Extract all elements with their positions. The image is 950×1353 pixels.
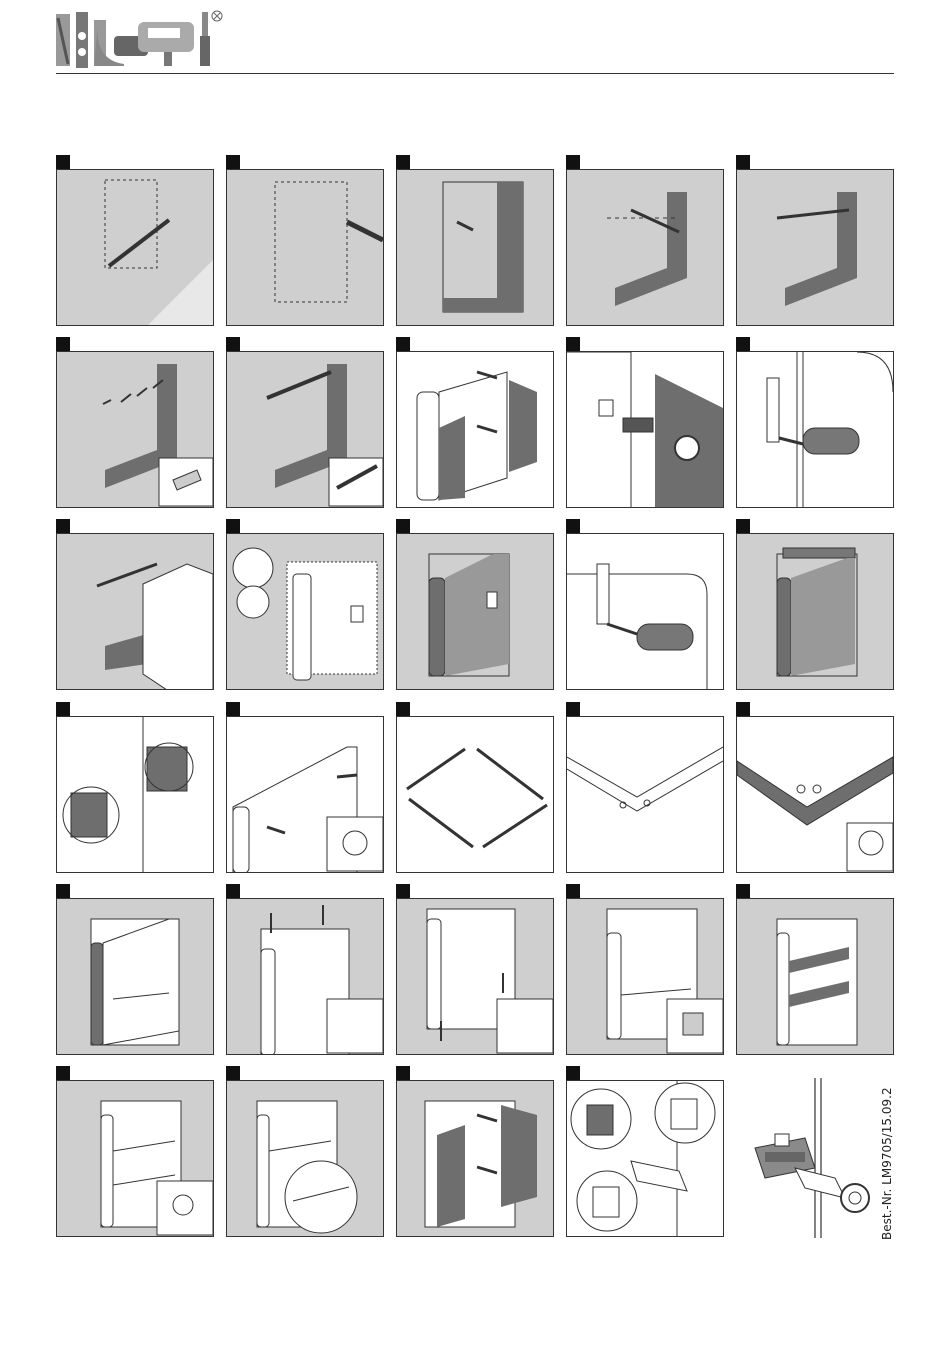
- assembly-step: [736, 519, 894, 676]
- step-illustration-shelf-clip: [56, 1080, 214, 1237]
- assembly-step: [396, 519, 554, 676]
- assembly-step: [566, 155, 724, 312]
- step-marker: [736, 884, 750, 898]
- assembly-step: [226, 337, 384, 494]
- step-illustration-frame-pieces: [396, 716, 554, 873]
- step-illustration-screw-top: [226, 898, 384, 1055]
- assembly-step: [226, 884, 384, 1041]
- assembly-step: [396, 1066, 554, 1223]
- step-marker: [56, 702, 70, 716]
- step-marker: [56, 155, 70, 169]
- step-marker: [396, 519, 410, 533]
- step-marker: [226, 1066, 240, 1080]
- assembly-step: [736, 702, 894, 859]
- step-illustration-wall-rail: [226, 351, 384, 508]
- step-marker: [566, 155, 580, 169]
- assembly-step: [226, 702, 384, 859]
- step-illustration-wall-marks-rail: [736, 169, 894, 326]
- step-marker: [56, 884, 70, 898]
- step-illustration-frame-screws: [736, 716, 894, 873]
- assembly-step: [226, 519, 384, 676]
- step-illustration-cabinet-doors: [396, 351, 554, 508]
- step-marker: [226, 884, 240, 898]
- step-marker: [396, 702, 410, 716]
- step-marker: [56, 337, 70, 351]
- step-marker: [396, 1066, 410, 1080]
- assembly-step: [566, 1066, 724, 1223]
- assembly-step: [56, 155, 214, 312]
- step-marker: [226, 702, 240, 716]
- step-illustration-wall-dowels: [56, 351, 214, 508]
- step-illustration-screwdriver: [736, 351, 894, 508]
- assembly-step: [736, 155, 894, 312]
- step-marker: [56, 519, 70, 533]
- step-illustration-shelf-detail: [226, 1080, 384, 1237]
- step-marker: [396, 884, 410, 898]
- step-marker: [396, 155, 410, 169]
- header-rule: [56, 73, 894, 74]
- step-illustration-hang-cabinet: [56, 533, 214, 690]
- step-marker: [566, 702, 580, 716]
- step-illustration-plugs: [226, 716, 384, 873]
- step-marker: [736, 519, 750, 533]
- step-illustration-screwdriver-hook: [566, 533, 724, 690]
- step-illustration-frame-corner: [566, 716, 724, 873]
- step-marker: [226, 155, 240, 169]
- assembly-step: [566, 337, 724, 494]
- step-marker: [226, 337, 240, 351]
- assembly-step: [226, 155, 384, 312]
- step-illustration-screw-bottom: [396, 898, 554, 1055]
- assembly-step: [566, 702, 724, 859]
- assembly-step: [736, 884, 894, 1041]
- step-marker: [736, 155, 750, 169]
- hinge-closeup-figure: [735, 1078, 875, 1238]
- assembly-step: [56, 1066, 214, 1223]
- assembly-step: [226, 1066, 384, 1223]
- assembly-step: [566, 884, 724, 1041]
- step-illustration-wall-marks: [566, 169, 724, 326]
- step-illustration-wall-cut: [396, 169, 554, 326]
- step-marker: [566, 1066, 580, 1080]
- step-illustration-cabinet-dark: [396, 533, 554, 690]
- assembly-step: [56, 519, 214, 676]
- assembly-step: [56, 702, 214, 859]
- assembly-step: [396, 155, 554, 312]
- step-marker: [736, 337, 750, 351]
- step-illustration-hinge-adjust: [566, 1080, 724, 1237]
- step-marker: [566, 519, 580, 533]
- step-illustration-wall-plate: [56, 169, 214, 326]
- step-illustration-cabinet-frame: [56, 898, 214, 1055]
- assembly-step: [566, 519, 724, 676]
- step-illustration-cabinet-hooks: [226, 533, 384, 690]
- step-illustration-caps: [56, 716, 214, 873]
- step-illustration-hinge-detail: [566, 351, 724, 508]
- step-illustration-shelves: [736, 898, 894, 1055]
- tools-logo-icon: [54, 8, 224, 72]
- assembly-step: [396, 884, 554, 1041]
- step-illustration-wall-outline: [226, 169, 384, 326]
- assembly-step: [56, 884, 214, 1041]
- step-marker: [396, 337, 410, 351]
- assembly-step: [396, 337, 554, 494]
- step-marker: [566, 337, 580, 351]
- assembly-step: [736, 337, 894, 494]
- step-illustration-cabinet-rail: [736, 533, 894, 690]
- step-marker: [56, 1066, 70, 1080]
- step-marker: [736, 702, 750, 716]
- step-illustration-doors-close: [396, 1080, 554, 1237]
- step-marker: [566, 884, 580, 898]
- order-number: Best.-Nr. LM9705/15.09.2: [880, 1087, 894, 1240]
- step-marker: [226, 519, 240, 533]
- assembly-step: [56, 337, 214, 494]
- step-illustration-shelf-support: [566, 898, 724, 1055]
- assembly-step: [396, 702, 554, 859]
